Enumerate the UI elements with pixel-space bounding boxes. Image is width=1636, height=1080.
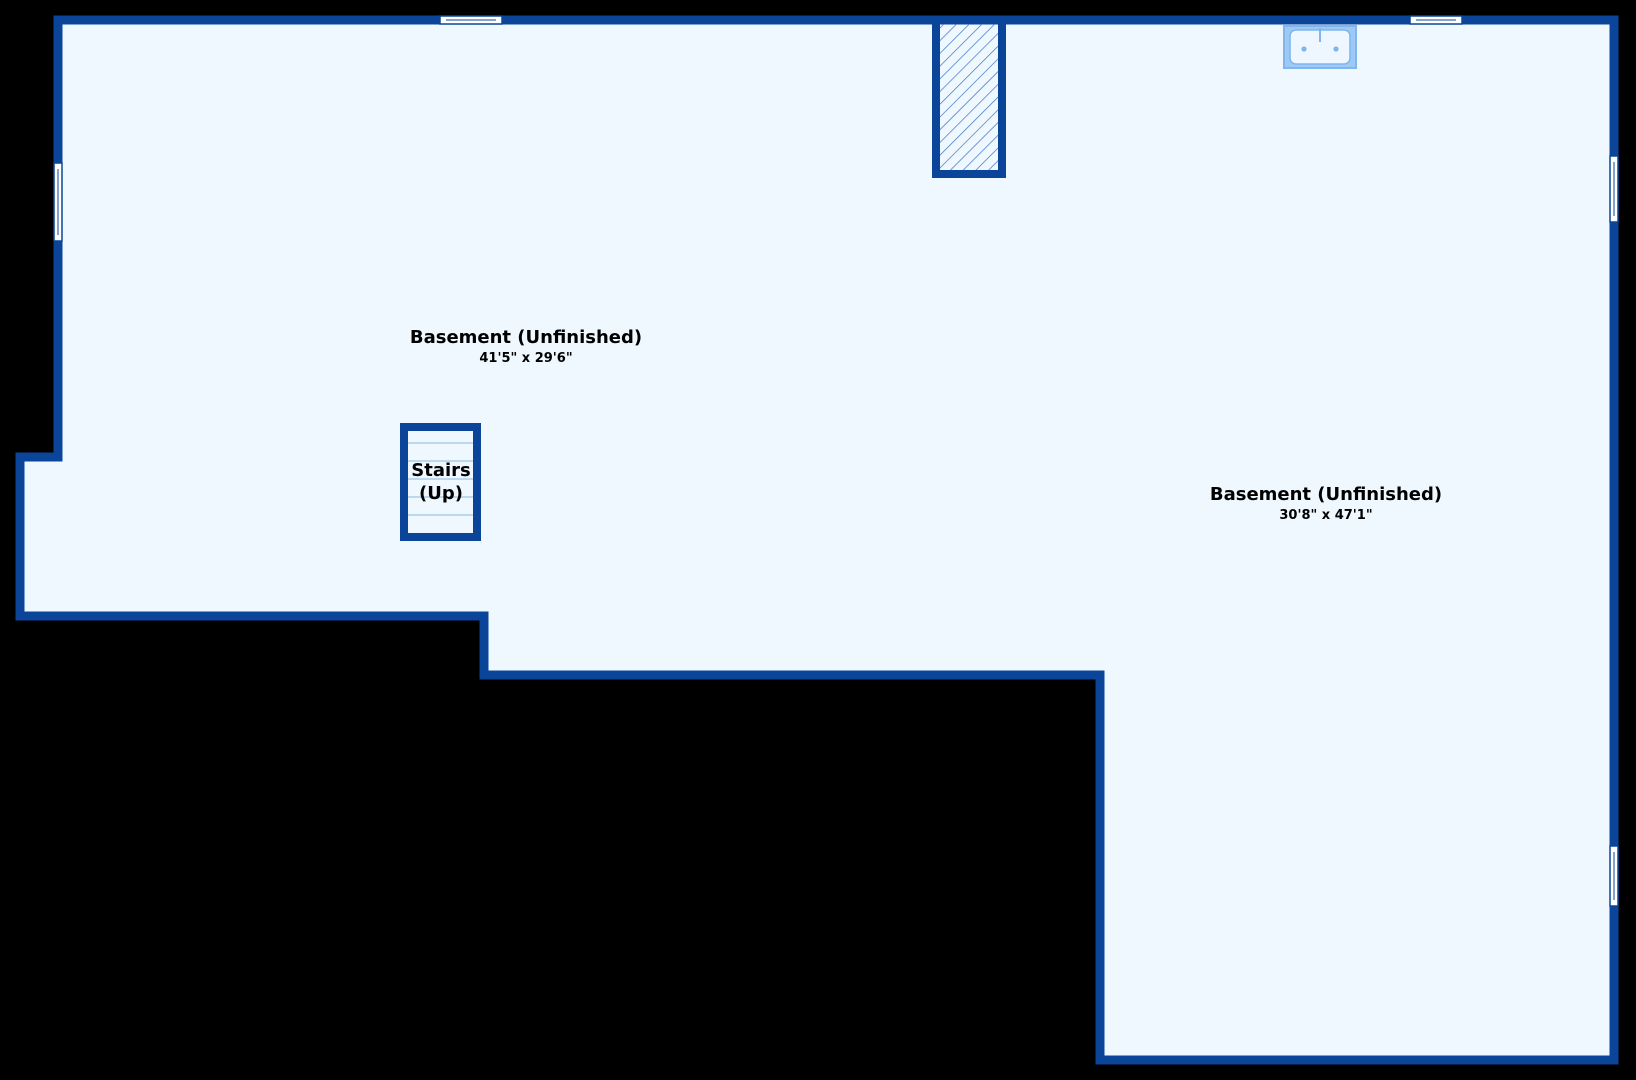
utility-sink-icon — [1283, 25, 1357, 69]
window-icon — [439, 15, 503, 25]
window-icon — [1609, 845, 1619, 907]
window-icon — [1609, 155, 1619, 223]
window-icon — [53, 162, 63, 242]
stairs-label-line1: Stairs — [411, 460, 470, 481]
hatched-chimney-icon — [932, 16, 1006, 178]
room-name-basement-1: Basement (Unfinished) — [410, 327, 642, 348]
room-dimensions-basement-1: 41'5" x 29'6" — [479, 351, 572, 366]
exterior-wall — [15, 15, 1619, 1065]
stairs-label-line2: (Up) — [419, 483, 463, 504]
room-dimensions-basement-2: 30'8" x 47'1" — [1279, 508, 1372, 523]
room-name-basement-2: Basement (Unfinished) — [1210, 484, 1442, 505]
window-icon — [1409, 15, 1463, 25]
stairs: Stairs (Up) — [400, 423, 481, 541]
